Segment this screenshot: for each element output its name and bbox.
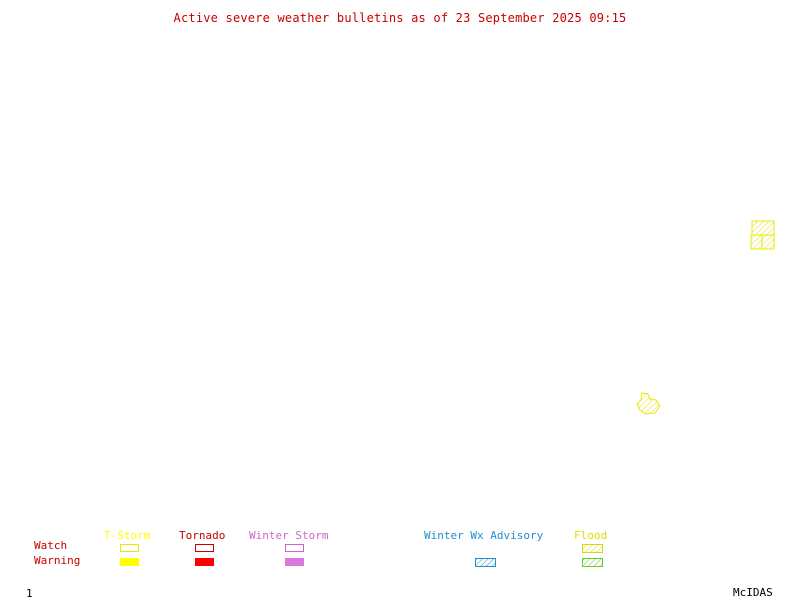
legend-winter-storm-watch-swatch (285, 544, 304, 552)
legend-winter-storm-warning-swatch (285, 558, 304, 566)
legend-watch-label: Watch (34, 539, 68, 552)
software-label: McIDAS (733, 586, 773, 599)
legend-tornado-warning-swatch (195, 558, 214, 566)
bulletin-title: Active severe weather bulletins as of 23… (173, 11, 627, 25)
frame-number: 1 (26, 587, 33, 600)
legend-tstorm-watch-swatch (120, 544, 139, 552)
flood-bulletin-polygon-south (636, 392, 661, 415)
legend-warning-label: Warning (34, 554, 81, 567)
flood-bulletin-polygon-east (750, 220, 775, 250)
legend-tornado-label: Tornado (179, 529, 226, 542)
legend-winter-wx-advisory-label: Winter Wx Advisory (424, 529, 544, 542)
legend-tstorm-label: T-Storm (104, 529, 151, 542)
legend-flood-label: Flood (574, 529, 608, 542)
legend-tstorm-warning-swatch (120, 558, 139, 566)
legend-tornado-watch-swatch (195, 544, 214, 552)
legend-winter-storm-label: Winter Storm (249, 529, 329, 542)
